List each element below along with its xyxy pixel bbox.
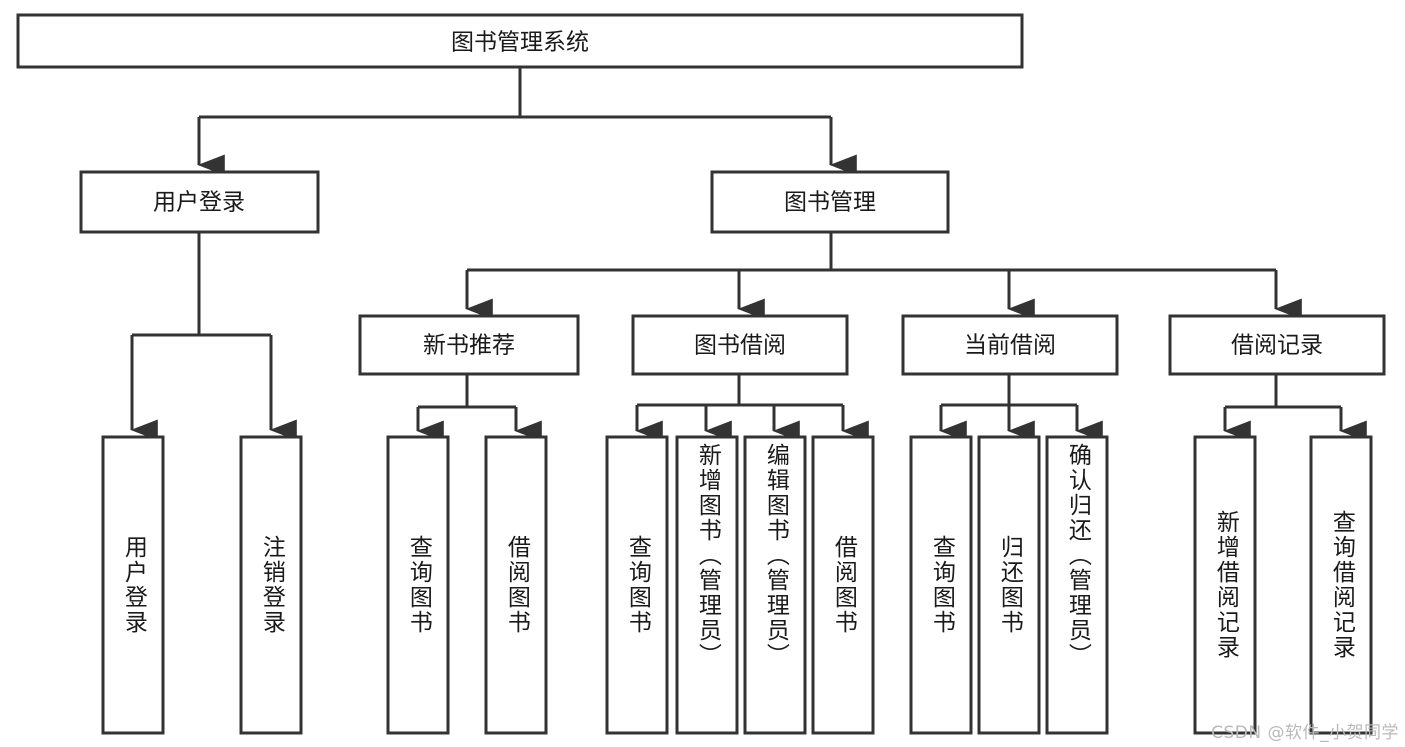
node-leaf-query-book-2[interactable]	[605, 435, 669, 735]
node-current-borrow[interactable]: 当前借阅	[901, 314, 1119, 376]
node-leaf-borrow-book-1[interactable]	[484, 435, 548, 735]
connector-group-root	[197, 67, 857, 176]
connector-group-borrow-record	[1223, 374, 1367, 442]
node-leaf-query-book-1[interactable]	[386, 435, 450, 735]
connector-group-new-book-recommend	[416, 374, 542, 442]
node-leaf-query-book-3[interactable]	[909, 435, 973, 735]
node-book-management[interactable]: 图书管理	[710, 170, 950, 234]
node-user-login-label: 用户登录	[153, 190, 245, 216]
connector-group-user-login	[130, 232, 297, 441]
node-new-book-recommend[interactable]: 新书推荐	[358, 314, 580, 376]
connector-group-book-management	[465, 232, 1302, 320]
node-root-label: 图书管理系统	[451, 30, 589, 56]
node-leaf-return-book[interactable]	[977, 435, 1041, 735]
csdn-watermark: CSDN @软件_小贺同学	[1211, 723, 1399, 743]
node-user-login[interactable]: 用户登录	[79, 170, 320, 234]
node-leaf-query-record[interactable]	[1309, 435, 1373, 735]
node-book-borrow[interactable]: 图书借阅	[631, 314, 849, 376]
node-book-borrow-label: 图书借阅	[694, 333, 786, 359]
node-book-management-label: 图书管理	[784, 190, 876, 216]
connector-group-current-borrow	[939, 374, 1103, 442]
node-root[interactable]: 图书管理系统	[16, 13, 1024, 69]
node-leaf-add-book[interactable]	[675, 435, 739, 735]
node-borrow-record[interactable]: 借阅记录	[1168, 314, 1386, 376]
connector-group-book-borrow	[635, 374, 869, 442]
node-new-book-recommend-label: 新书推荐	[423, 333, 515, 359]
node-leaf-logout[interactable]	[239, 435, 303, 735]
node-current-borrow-label: 当前借阅	[964, 333, 1056, 359]
node-leaf-user-login[interactable]	[101, 435, 165, 735]
node-leaf-edit-book[interactable]	[743, 435, 807, 735]
node-leaf-borrow-book-2[interactable]	[811, 435, 875, 735]
node-leaf-confirm-return[interactable]	[1045, 435, 1109, 735]
node-leaf-add-record[interactable]	[1193, 435, 1257, 735]
node-borrow-record-label: 借阅记录	[1231, 333, 1323, 359]
